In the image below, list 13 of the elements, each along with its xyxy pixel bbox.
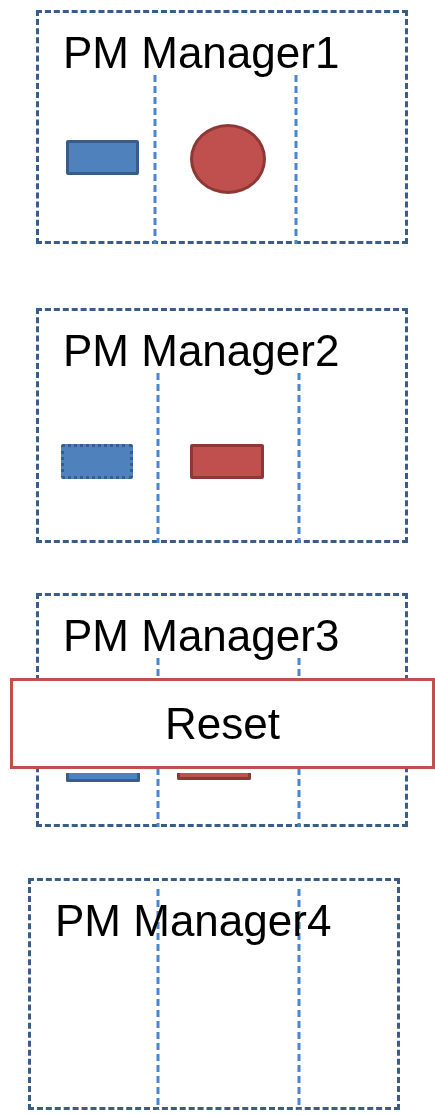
frame-title: PM Manager2 (63, 329, 340, 373)
dashed-frame (28, 878, 400, 1110)
rectangle-shape (190, 444, 264, 479)
frame-title: PM Manager4 (55, 899, 332, 943)
reset-banner: Reset (10, 678, 435, 769)
rectangle-shape (177, 773, 251, 780)
dashed-frame (36, 308, 408, 543)
rectangle-shape (66, 140, 139, 175)
frame-title: PM Manager3 (63, 614, 340, 658)
rectangle-shape (61, 444, 133, 479)
dashed-frame (36, 10, 408, 244)
rectangle-shape (66, 773, 140, 782)
frame-title: PM Manager1 (63, 31, 340, 75)
